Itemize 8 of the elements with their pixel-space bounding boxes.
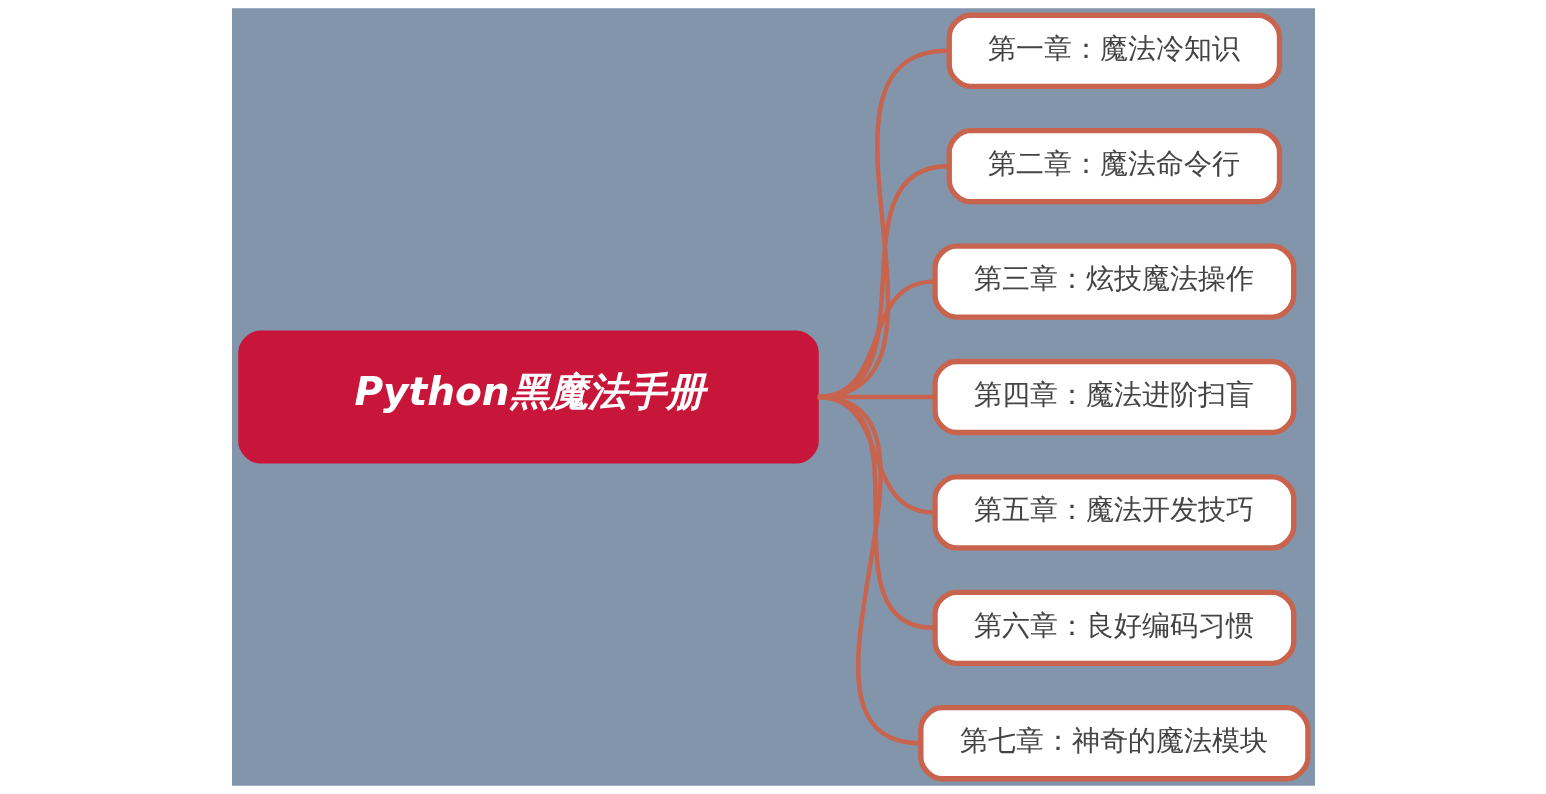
node-box: 第七章：神奇的魔法模块 [917, 705, 1311, 782]
node-box: 第三章：炫技魔法操作 [931, 243, 1296, 320]
node-box: 第一章：魔法冷知识 [946, 12, 1282, 89]
node-box: 第四章：魔法进阶扫盲 [931, 358, 1296, 436]
node-box: 第五章：魔法开发技巧 [931, 474, 1296, 551]
node-box: 第六章：良好编码习惯 [931, 589, 1296, 666]
node-box: 第二章：魔法命令行 [946, 128, 1282, 205]
node-box: Python黑魔法手册 [237, 330, 819, 464]
